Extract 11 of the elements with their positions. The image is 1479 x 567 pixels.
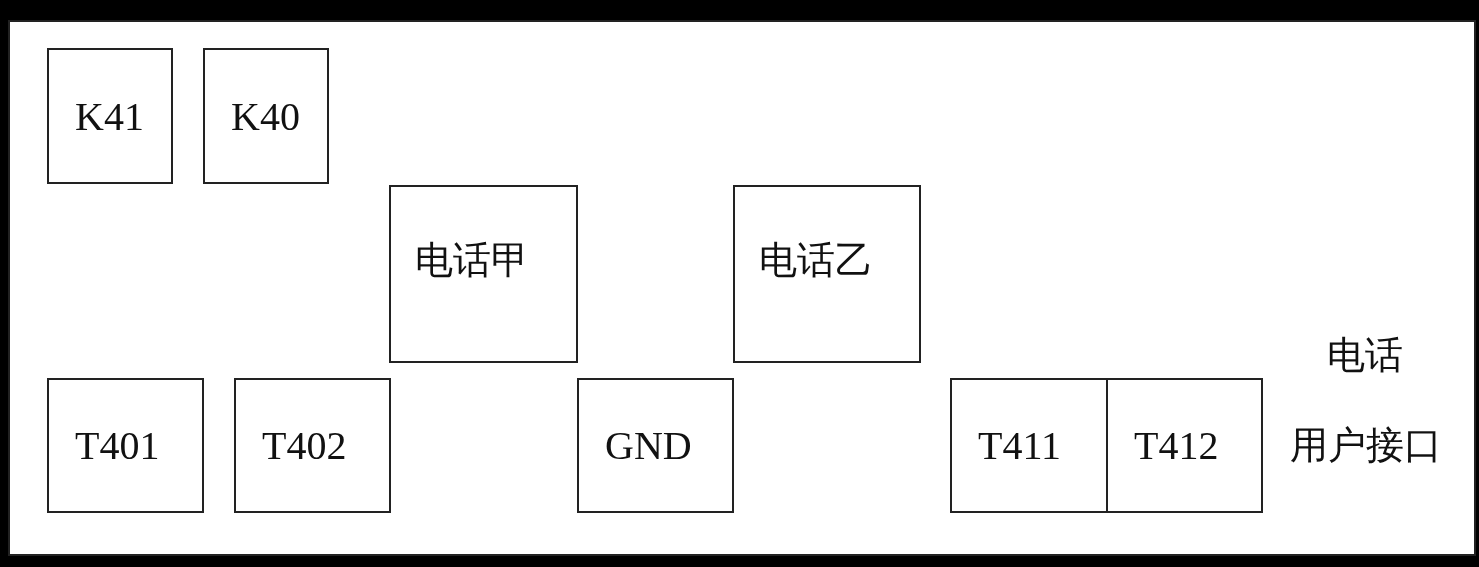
terminal-box: 电话甲 [389,185,578,363]
terminal-box: 电话乙 [733,185,921,363]
terminal-box: K41 [47,48,173,184]
terminal-box: T411 [950,378,1108,513]
terminal-box: K40 [203,48,329,184]
port-label: 电话 [1326,332,1404,379]
terminal-box: T402 [234,378,391,513]
terminal-box: T401 [47,378,204,513]
port-label: 用户接口 [1290,422,1440,469]
terminal-box: T412 [1106,378,1263,513]
terminal-box: GND [577,378,734,513]
